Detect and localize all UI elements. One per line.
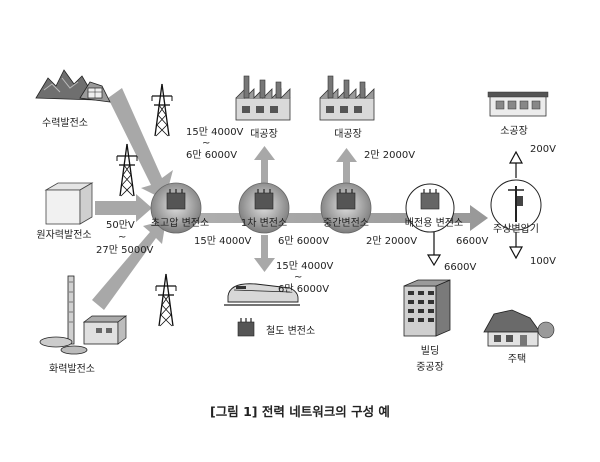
large-factory-1-label: 대공장 [250,128,278,140]
transformer-icon [166,189,186,210]
voltage-uh-factory-tilde: ~ [202,138,210,149]
transmission-tower-icon [116,143,138,197]
voltage-railway-tilde: ~ [294,272,302,283]
voltage-railway-high: 15만 4000V [276,260,334,272]
distribution-line-arrows [426,150,524,267]
nuclear-plant-icon [44,182,94,225]
transformer-icon [420,189,440,210]
transformer-icon [254,189,274,210]
large-factory-2-label: 대공장 [334,128,362,140]
ultra-high-substation [150,182,202,234]
voltage-pole-down: 100V [530,256,556,267]
primary-substation-label: 1차 변전소 [241,217,287,229]
small-factory-icon [487,91,549,117]
voltage-uh-primary: 15만 4000V [194,235,252,247]
voltage-primary-mid: 6만 6000V [278,235,329,247]
intermediate-substation-label: 중간변전소 [323,217,369,229]
railway-substation-label: 철도 변전소 [266,325,315,337]
voltage-mid-distribution: 2만 2000V [366,235,417,247]
transmission-tower-icon [151,83,173,137]
distribution-substation-label: 배전용 변전소 [405,217,463,229]
distribution-substation [405,183,455,233]
voltage-distribution-pole: 6600V [456,236,488,247]
building-icon [403,279,451,337]
voltage-generation-tilde: ~ [118,232,126,243]
small-factory-label: 소공장 [500,125,528,137]
building-label: 빌딩 [421,345,439,357]
voltage-generation-low: 27만 5000V [96,244,154,256]
voltage-pole-up: 200V [530,144,556,155]
thermal-plant-icon [39,275,128,355]
voltage-labels: 50만V ~ 27만 5000V 15만 4000V ~ 6만 6000V 15… [96,126,556,295]
house-label: 주택 [508,353,526,365]
train-icon [224,283,300,306]
voltage-uh-factory-high: 15만 4000V [186,126,244,138]
large-factory-icon [319,75,375,121]
ultra-high-substation-label: 초고압 변전소 [151,216,209,229]
house-icon [483,309,555,347]
thermal-plant-label: 화력발전소 [49,363,95,375]
hydro-plant-icon [35,69,111,103]
transmission-tower-icon [155,273,177,327]
voltage-uh-factory-low: 6만 6000V [186,149,237,161]
utility-pole-icon [508,186,524,222]
voltage-distribution-down: 6600V [444,262,476,273]
figure-caption: [그림 1] 전력 네트워크의 구성 예 [210,404,390,419]
large-factory-icon [235,75,291,121]
voltage-railway-low: 6만 6000V [278,283,329,295]
medium-factory-label: 중공장 [416,361,444,373]
transformer-icon [237,318,255,337]
primary-substation [238,182,290,234]
voltage-mid-factory: 2만 2000V [364,149,415,161]
voltage-generation-high: 50만V [106,219,135,231]
intermediate-substation [320,182,372,234]
pole-transformer [490,179,542,231]
pole-transformer-label: 주상변압기 [493,222,539,235]
transformer-icon [336,189,356,210]
hydro-plant-label: 수력발전소 [42,117,88,129]
nuclear-plant-label: 원자력발전소 [36,229,91,241]
